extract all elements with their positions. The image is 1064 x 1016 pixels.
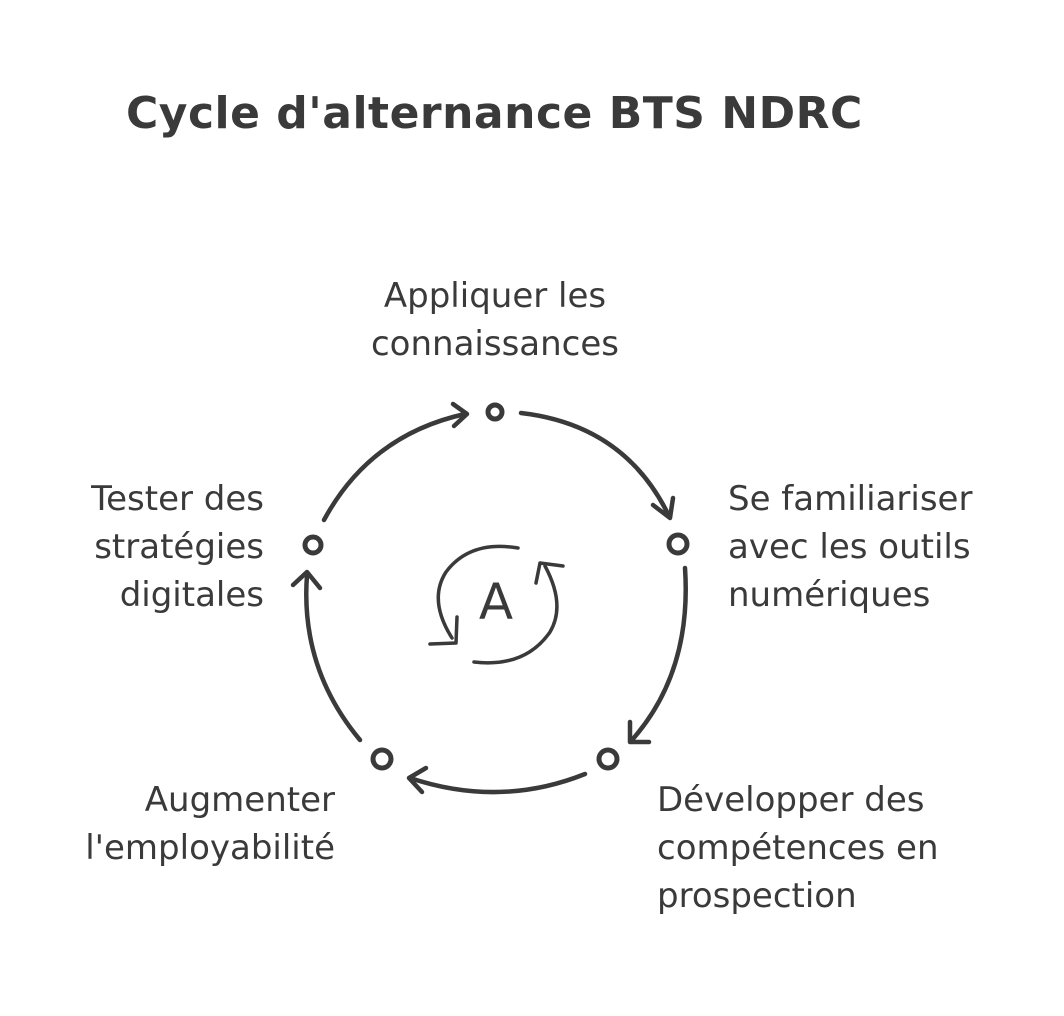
step-label-line: stratégies — [94, 527, 264, 567]
step-label-line: avec les outils — [728, 527, 971, 567]
arrowhead-icon — [450, 401, 470, 429]
step-label-line: Développer des — [657, 780, 925, 820]
step-label-line: numériques — [728, 575, 931, 615]
step-label-familiariser: Se familiariser avec les outils numériqu… — [728, 475, 972, 619]
cycle-arrows-icon — [428, 544, 565, 665]
cycle-arrow-tester-to-appliquer — [321, 411, 468, 523]
step-label-line: prospection — [657, 876, 857, 916]
step-label-tester: Tester des stratégies digitales — [30, 475, 264, 619]
step-label-developper: Développer des compétences en prospectio… — [657, 776, 939, 920]
center-letter: A — [478, 573, 514, 631]
step-label-line: Tester des — [91, 479, 264, 519]
diagram-title: Cycle d'alternance BTS NDRC — [126, 88, 863, 139]
cycle-arrow-augmenter-to-tester — [304, 572, 363, 743]
step-label-appliquer: Appliquer les connaissances — [345, 272, 645, 368]
arrowhead-icon — [650, 495, 676, 521]
step-label-line: l'employabilité — [85, 828, 335, 868]
node-appliquer — [485, 402, 505, 422]
node-tester — [302, 534, 324, 556]
step-label-augmenter: Augmenter l'employabilité — [30, 776, 335, 872]
arrowhead-icon — [290, 569, 323, 591]
node-familiariser — [666, 532, 690, 556]
step-label-line: compétences en — [657, 828, 939, 868]
step-label-line: Augmenter — [144, 780, 335, 820]
step-label-line: digitales — [119, 575, 264, 615]
arrowhead-icon — [627, 719, 652, 745]
node-developper — [596, 747, 620, 771]
node-augmenter — [370, 747, 394, 771]
cycle-arrow-familiariser-to-developper — [629, 565, 688, 743]
step-label-line: Se familiariser — [728, 479, 973, 519]
step-label-line: connaissances — [370, 324, 619, 364]
cycle-arrow-developper-to-augmenter — [407, 771, 588, 795]
cycle-arrow-appliquer-to-familiariser — [518, 410, 672, 519]
arrowhead-icon — [406, 765, 429, 795]
step-label-line: Appliquer les — [383, 276, 607, 316]
